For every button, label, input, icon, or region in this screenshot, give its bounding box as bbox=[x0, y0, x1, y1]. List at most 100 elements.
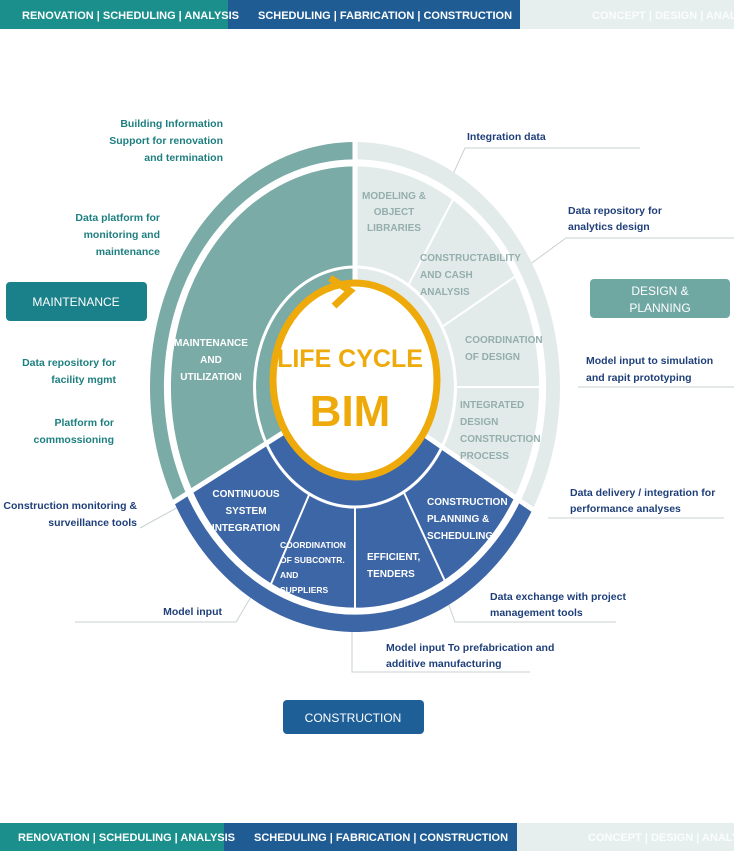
annotation-text: Model input to simulation bbox=[586, 355, 713, 367]
segment-maintenance-utilization: MAINTENANCE AND UTILIZATION bbox=[174, 338, 248, 383]
bim-cycle-ring bbox=[269, 279, 441, 481]
annotation-text: analytics design bbox=[568, 221, 650, 233]
segment-text: OBJECT bbox=[374, 207, 415, 218]
annotation-text: Support for renovation bbox=[109, 135, 223, 147]
segment-efficient: EFFICIENT, TENDERS bbox=[367, 552, 421, 580]
life-cycle-title: LIFE CYCLE bbox=[277, 345, 423, 373]
annotation-text: management tools bbox=[490, 607, 583, 619]
bottom-banner-renovation-text: RENOVATION | SCHEDULING | ANALYSIS bbox=[18, 832, 235, 844]
top-banner-construction-text: SCHEDULING | FABRICATION | CONSTRUCTION bbox=[258, 10, 512, 22]
segment-divider bbox=[402, 491, 447, 583]
segment-subcontr: COORDINATION OF SUBCONTR. AND SUPPLIERS bbox=[280, 540, 346, 595]
annotation-building-info: Building Information Support for renovat… bbox=[109, 118, 223, 164]
bottom-banner-concept-text: CONCEPT | DESIGN | ANALYSIS bbox=[588, 832, 734, 844]
annotation-text: additive manufacturing bbox=[386, 658, 502, 670]
annotation-text: Building Information bbox=[120, 118, 223, 130]
segment-text: CONSTRUCTION bbox=[427, 497, 508, 508]
segment-text: UTILIZATION bbox=[180, 372, 241, 383]
segment-text: SCHEDULING bbox=[427, 531, 493, 542]
annotation-text: performance analyses bbox=[570, 503, 681, 515]
segment-coordination-design: COORDINATION OF DESIGN bbox=[465, 335, 543, 363]
segment-text: AND CASH bbox=[420, 270, 473, 281]
segment-divider bbox=[269, 493, 311, 587]
annotation-model-input-prefab: Model input To prefabrication and additi… bbox=[386, 642, 554, 670]
phase-divider bbox=[406, 421, 538, 515]
segment-text: AND bbox=[200, 355, 222, 366]
segment-text: DESIGN bbox=[460, 417, 498, 428]
annotation-data-delivery: Data delivery / integration for performa… bbox=[570, 487, 715, 515]
top-banner-construction-bg bbox=[228, 0, 520, 29]
segment-text: ANALYSIS bbox=[420, 287, 470, 298]
annotation-platform-commissioning: Platform for commossioning bbox=[33, 417, 114, 446]
segment-modeling: MODELING & OBJECT LIBRARIES bbox=[362, 191, 426, 234]
segment-text: SYSTEM bbox=[225, 506, 266, 517]
leader-prefab bbox=[351, 630, 530, 673]
segment-construction-planning: CONSTRUCTION PLANNING & SCHEDULING bbox=[427, 497, 508, 542]
annotation-text: Platform for bbox=[54, 417, 114, 429]
phase-box-text: MAINTENANCE bbox=[32, 295, 119, 309]
segment-text: TENDERS bbox=[367, 569, 415, 580]
top-banner-concept-text: CONCEPT | DESIGN | ANALYSIS bbox=[592, 10, 734, 22]
annotation-text: maintenance bbox=[96, 246, 160, 258]
annotation-text: and rapit prototyping bbox=[586, 372, 692, 384]
segment-text: MODELING & bbox=[362, 191, 426, 202]
annotation-text: Data repository for bbox=[568, 205, 662, 217]
annotation-text: monitoring and bbox=[84, 229, 160, 241]
phase-box-design-planning: DESIGN & PLANNING bbox=[590, 279, 730, 318]
phase-box-text: CONSTRUCTION bbox=[305, 711, 402, 725]
design-sector bbox=[355, 142, 560, 510]
annotation-text: Data delivery / integration for bbox=[570, 487, 715, 499]
annotation-model-input: Model input bbox=[163, 606, 222, 618]
phase-box-bg bbox=[6, 282, 147, 321]
bottom-banner-concept-bg bbox=[517, 823, 734, 851]
segment-text: SUPPLIERS bbox=[280, 585, 329, 595]
segment-text: LIBRARIES bbox=[367, 223, 421, 234]
segment-text: COORDINATION bbox=[280, 540, 346, 550]
annotation-construction-monitoring: Construction monitoring & surveillance t… bbox=[3, 500, 137, 529]
bottom-banner: RENOVATION | SCHEDULING | ANALYSIS SCHED… bbox=[0, 823, 734, 851]
segment-text: OF SUBCONTR. bbox=[280, 555, 345, 565]
annotation-integration-data: Integration data bbox=[467, 131, 546, 143]
segment-text: AND bbox=[280, 570, 298, 580]
segment-text: PLANNING & bbox=[427, 514, 489, 525]
segment-text: EFFICIENT, bbox=[367, 552, 421, 563]
phase-box-construction: CONSTRUCTION bbox=[283, 700, 424, 734]
top-banner: RENOVATION | SCHEDULING | ANALYSIS SCHED… bbox=[0, 0, 734, 29]
segment-text: OF DESIGN bbox=[465, 352, 520, 363]
annotation-data-repo-analytics: Data repository for analytics design bbox=[568, 205, 662, 233]
bottom-banner-renovation-bg bbox=[0, 823, 224, 851]
segment-text: COORDINATION bbox=[465, 335, 543, 346]
segment-text: INTEGRATION bbox=[212, 523, 280, 534]
top-banner-renovation-bg bbox=[0, 0, 228, 29]
annotation-text: Data exchange with project bbox=[490, 591, 626, 603]
leader-monitoring bbox=[139, 504, 183, 529]
annotation-text: Model input To prefabrication and bbox=[386, 642, 554, 654]
annotation-text: Construction monitoring & bbox=[3, 500, 137, 512]
segment-continuous: CONTINUOUS SYSTEM INTEGRATION bbox=[212, 489, 280, 534]
annotation-text: and termination bbox=[144, 152, 223, 164]
bottom-banner-construction-text: SCHEDULING | FABRICATION | CONSTRUCTION bbox=[254, 832, 508, 844]
segment-text: CONTINUOUS bbox=[212, 489, 280, 500]
cycle-arrow-icon bbox=[328, 275, 356, 309]
annotation-data-exchange: Data exchange with project management to… bbox=[490, 591, 626, 619]
phase-box-text: PLANNING bbox=[629, 301, 690, 315]
lifecycle-pie bbox=[150, 137, 560, 632]
phase-divider bbox=[169, 419, 303, 507]
segment-divider bbox=[441, 274, 518, 328]
phase-box-text: DESIGN & bbox=[631, 284, 688, 298]
annotation-text: facility mgmt bbox=[51, 374, 116, 386]
segment-constructability: CONSTRUCTABILITY AND CASH ANALYSIS bbox=[420, 253, 521, 298]
segment-integrated: INTEGRATED DESIGN CONSTRUCTION PROCESS bbox=[460, 400, 541, 462]
top-banner-renovation-text: RENOVATION | SCHEDULING | ANALYSIS bbox=[22, 10, 239, 22]
annotation-text: commossioning bbox=[33, 434, 114, 446]
segment-text: CONSTRUCTABILITY bbox=[420, 253, 521, 264]
phase-box-bg bbox=[590, 279, 730, 318]
top-banner-concept-bg bbox=[520, 0, 734, 29]
segment-text: CONSTRUCTION bbox=[460, 434, 541, 445]
phase-box-maintenance: MAINTENANCE bbox=[6, 282, 147, 321]
annotation-text: Data platform for bbox=[75, 212, 160, 224]
annotation-data-repo-facility: Data repository for facility mgmt bbox=[22, 357, 116, 386]
phase-box-bg bbox=[283, 700, 424, 734]
annotation-model-input-sim: Model input to simulation and rapit prot… bbox=[586, 355, 713, 384]
